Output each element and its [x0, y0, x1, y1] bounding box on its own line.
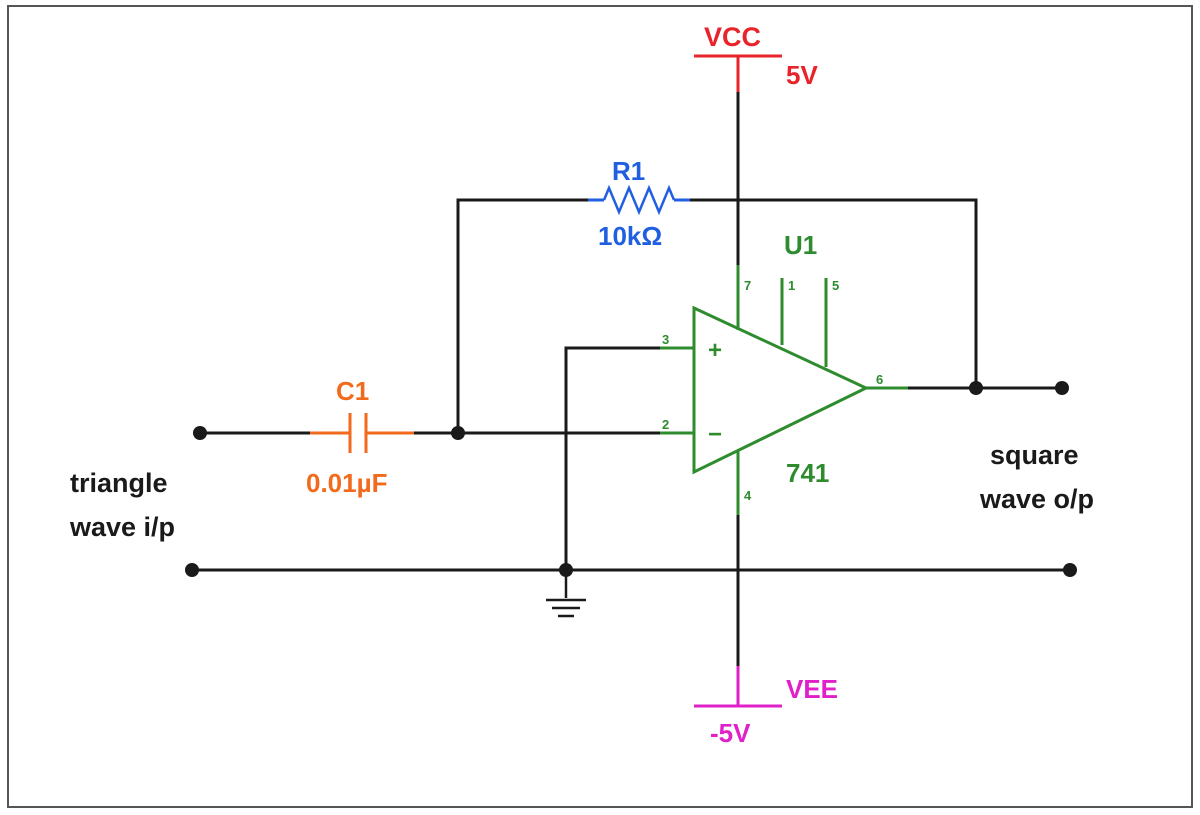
junctions: [185, 381, 1077, 577]
output-terminal: [1055, 381, 1069, 395]
opamp-minus-sign: −: [708, 421, 722, 448]
pin-4-number: 4: [744, 488, 752, 503]
input-label-line2: wave i/p: [69, 512, 175, 542]
vee-label: VEE: [786, 674, 838, 704]
junction-output: [969, 381, 983, 395]
ground-terminal-left: [185, 563, 199, 577]
c1-value: 0.01µF: [306, 468, 387, 498]
input-label-line1: triangle: [70, 468, 168, 498]
r1-value: 10kΩ: [598, 221, 662, 251]
wire-feedback-left: [456, 198, 588, 433]
vee-supply: VEE -5V: [694, 666, 838, 748]
resistor-r1: R1 10kΩ: [588, 156, 690, 251]
pin-6-number: 6: [876, 372, 883, 387]
wire-feedback-right: [690, 198, 978, 388]
junction-feedback: [451, 426, 465, 440]
pin-2-number: 2: [662, 417, 669, 432]
pin-1-number: 1: [788, 278, 795, 293]
ground-terminal-right: [1063, 563, 1077, 577]
c1-ref: C1: [336, 376, 369, 406]
output-label-line1: square: [990, 440, 1079, 470]
pin-3-number: 3: [662, 332, 669, 347]
vee-value: -5V: [710, 718, 751, 748]
vcc-supply: VCC 5V: [694, 22, 818, 92]
pin-7-number: 7: [744, 278, 751, 293]
output-label-line2: wave o/p: [979, 484, 1094, 514]
opamp-plus-sign: +: [708, 337, 722, 364]
opamp-u1: [660, 265, 908, 515]
vcc-value: 5V: [786, 60, 818, 90]
junction-ground: [559, 563, 573, 577]
vcc-label: VCC: [704, 22, 761, 52]
u1-part: 741: [786, 458, 829, 488]
u1-ref: U1: [784, 230, 817, 260]
opamp-triangle: [692, 305, 870, 475]
input-terminal: [193, 426, 207, 440]
wire-noninverting-to-ground: [564, 346, 660, 570]
wires: [192, 92, 1070, 666]
capacitor-c1: [310, 413, 414, 453]
diagram-frame: [7, 5, 1193, 808]
r1-ref: R1: [612, 156, 645, 186]
pin-5-number: 5: [832, 278, 839, 293]
